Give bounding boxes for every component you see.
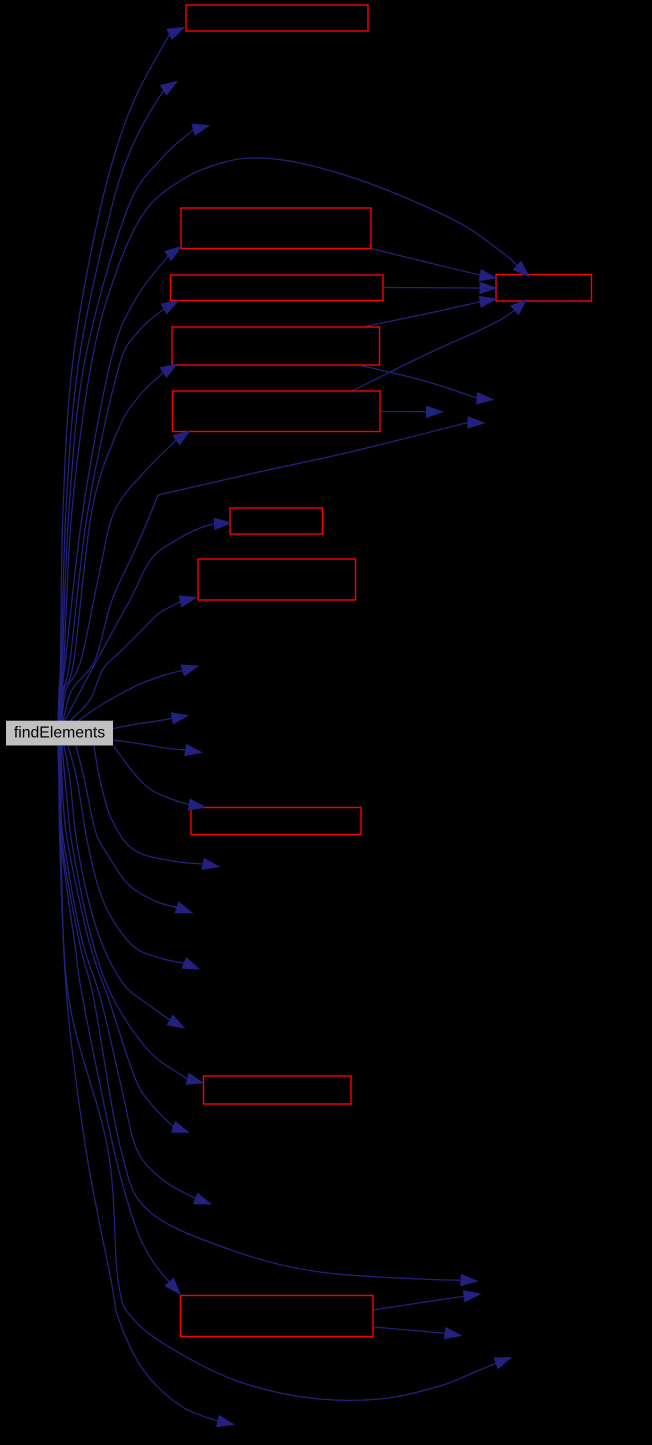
svg-text:findElements: findElements bbox=[14, 725, 105, 742]
